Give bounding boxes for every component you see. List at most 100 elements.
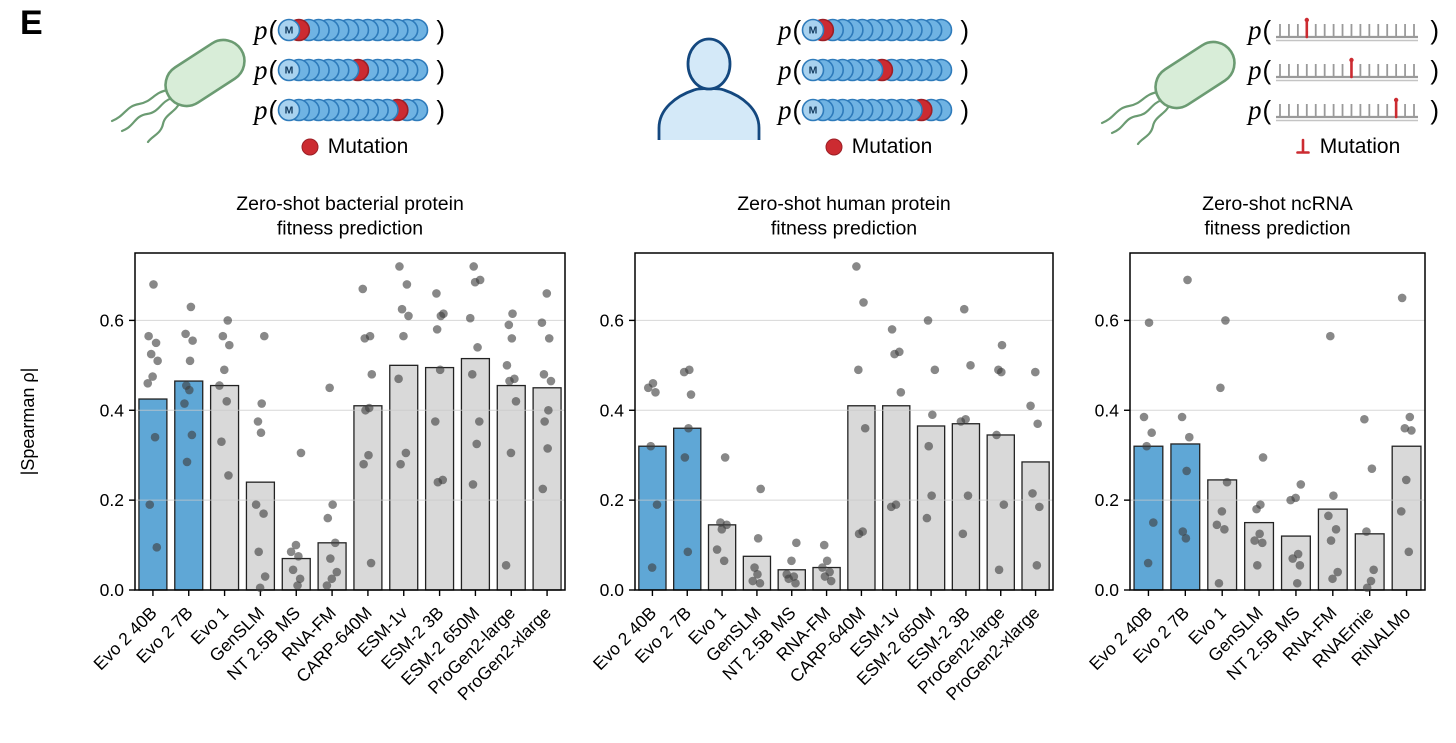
probability-prefix: p( <box>778 94 802 125</box>
mutation-legend: Mutation <box>1248 132 1446 162</box>
scatter-point <box>679 367 689 377</box>
scatter-point <box>472 439 482 449</box>
scatter-point <box>1142 441 1151 451</box>
scatter-point <box>323 513 333 523</box>
scatter-point <box>756 484 765 494</box>
chart-title: Zero-shot ncRNA <box>1202 193 1353 215</box>
scatter-point <box>997 340 1007 350</box>
mutation-legend: Mutation <box>254 132 454 162</box>
start-residue-label: M <box>809 105 818 117</box>
y-tick-label: 0.6 <box>600 310 624 330</box>
probability-suffix: ) <box>953 95 970 125</box>
mutation-legend-label: Mutation <box>1319 135 1401 158</box>
scatter-point <box>1028 489 1037 498</box>
protein-likelihood-expression: p(M ) <box>778 50 978 90</box>
y-axis-label: |Spearman ρ| <box>18 368 38 476</box>
scatter-point <box>1250 536 1259 545</box>
probability-suffix: ) <box>1423 55 1440 85</box>
scatter-point <box>322 581 332 590</box>
scatter-point <box>680 453 690 462</box>
scatter-point <box>222 396 232 406</box>
mutation-dot <box>301 138 319 156</box>
bacterium-icon <box>110 38 246 144</box>
chart-title: fitness prediction <box>1204 218 1350 240</box>
scatter-point <box>188 336 197 345</box>
scatter-point <box>501 560 511 570</box>
scatter-point <box>684 423 693 433</box>
scatter-point <box>367 370 377 379</box>
rna-sequence <box>1276 17 1419 42</box>
scatter-point <box>651 387 660 397</box>
y-tick-label: 0.0 <box>600 580 625 600</box>
scatter-point <box>1329 491 1338 500</box>
scatter-point <box>887 325 897 334</box>
scatter-point <box>1178 527 1188 536</box>
residue <box>801 18 825 42</box>
flagellum <box>1110 98 1164 135</box>
scatter-point <box>152 543 162 552</box>
scatter-point <box>1404 547 1414 557</box>
scatter-point <box>538 484 548 494</box>
scatter-point <box>1026 401 1035 411</box>
scatter-point <box>1143 558 1153 568</box>
scatter-point <box>859 298 868 307</box>
human-body <box>657 87 761 140</box>
scatter-point <box>432 325 442 334</box>
protein-sequence: M <box>277 18 429 42</box>
scatter-point <box>1222 477 1232 487</box>
residue <box>801 58 825 82</box>
scatter-point <box>540 417 549 426</box>
y-tick-label: 0.2 <box>100 490 124 510</box>
residue <box>277 98 301 122</box>
plot-border <box>634 252 1054 591</box>
scatter-point <box>224 471 233 480</box>
scatter-point <box>1362 527 1371 536</box>
rna-likelihood-expression: p( ) <box>1248 90 1446 130</box>
scatter-point <box>187 430 197 440</box>
scatter-point <box>717 525 727 534</box>
scatter-point <box>505 376 514 386</box>
bar-evo-2-40b <box>1133 445 1164 591</box>
y-tick-label: 0.0 <box>1095 580 1120 600</box>
mutation-tick-cap <box>1349 57 1354 63</box>
scatter-point <box>293 581 302 590</box>
mutation-tick-cap <box>1394 97 1399 103</box>
scatter-point <box>854 365 863 375</box>
scatter-point <box>223 316 233 325</box>
protein-likelihood-expression: p(M ) <box>254 10 454 50</box>
scatter-point <box>753 569 762 579</box>
rna-sequence <box>1276 57 1419 82</box>
scatter-point <box>643 383 653 393</box>
protein-sequence: M <box>801 58 953 82</box>
protein-sequence: M <box>277 98 429 122</box>
scatter-point <box>404 311 413 321</box>
scatter-point <box>507 334 517 343</box>
scatter-point <box>852 262 861 271</box>
probability-suffix: ) <box>1423 15 1440 45</box>
scatter-point <box>1252 560 1262 570</box>
scatter-point <box>185 356 195 366</box>
scatter-point <box>1214 578 1224 588</box>
scatter-point <box>1366 576 1376 586</box>
flagellum <box>110 88 170 123</box>
scatter-point <box>1397 293 1407 303</box>
scatter-point <box>826 576 836 586</box>
scatter-point <box>1369 565 1378 575</box>
bacterium-icon <box>1100 40 1236 146</box>
y-tick-label: 0.4 <box>100 400 125 420</box>
scatter-point <box>180 399 189 408</box>
scatter-point <box>432 289 441 298</box>
human-protein-likelihoods: p(M )p(M )p(M )Mutation <box>778 10 978 162</box>
scatter-point <box>1324 511 1333 521</box>
flagellum <box>120 96 174 133</box>
scatter-point <box>1360 414 1369 424</box>
start-residue-label: M <box>809 65 818 77</box>
protein-sequence: M <box>277 58 429 82</box>
scatter-point <box>1031 367 1040 377</box>
scatter-point <box>251 500 261 509</box>
scatter-point <box>719 556 729 566</box>
scatter-point <box>1035 502 1044 512</box>
residue <box>277 18 301 42</box>
